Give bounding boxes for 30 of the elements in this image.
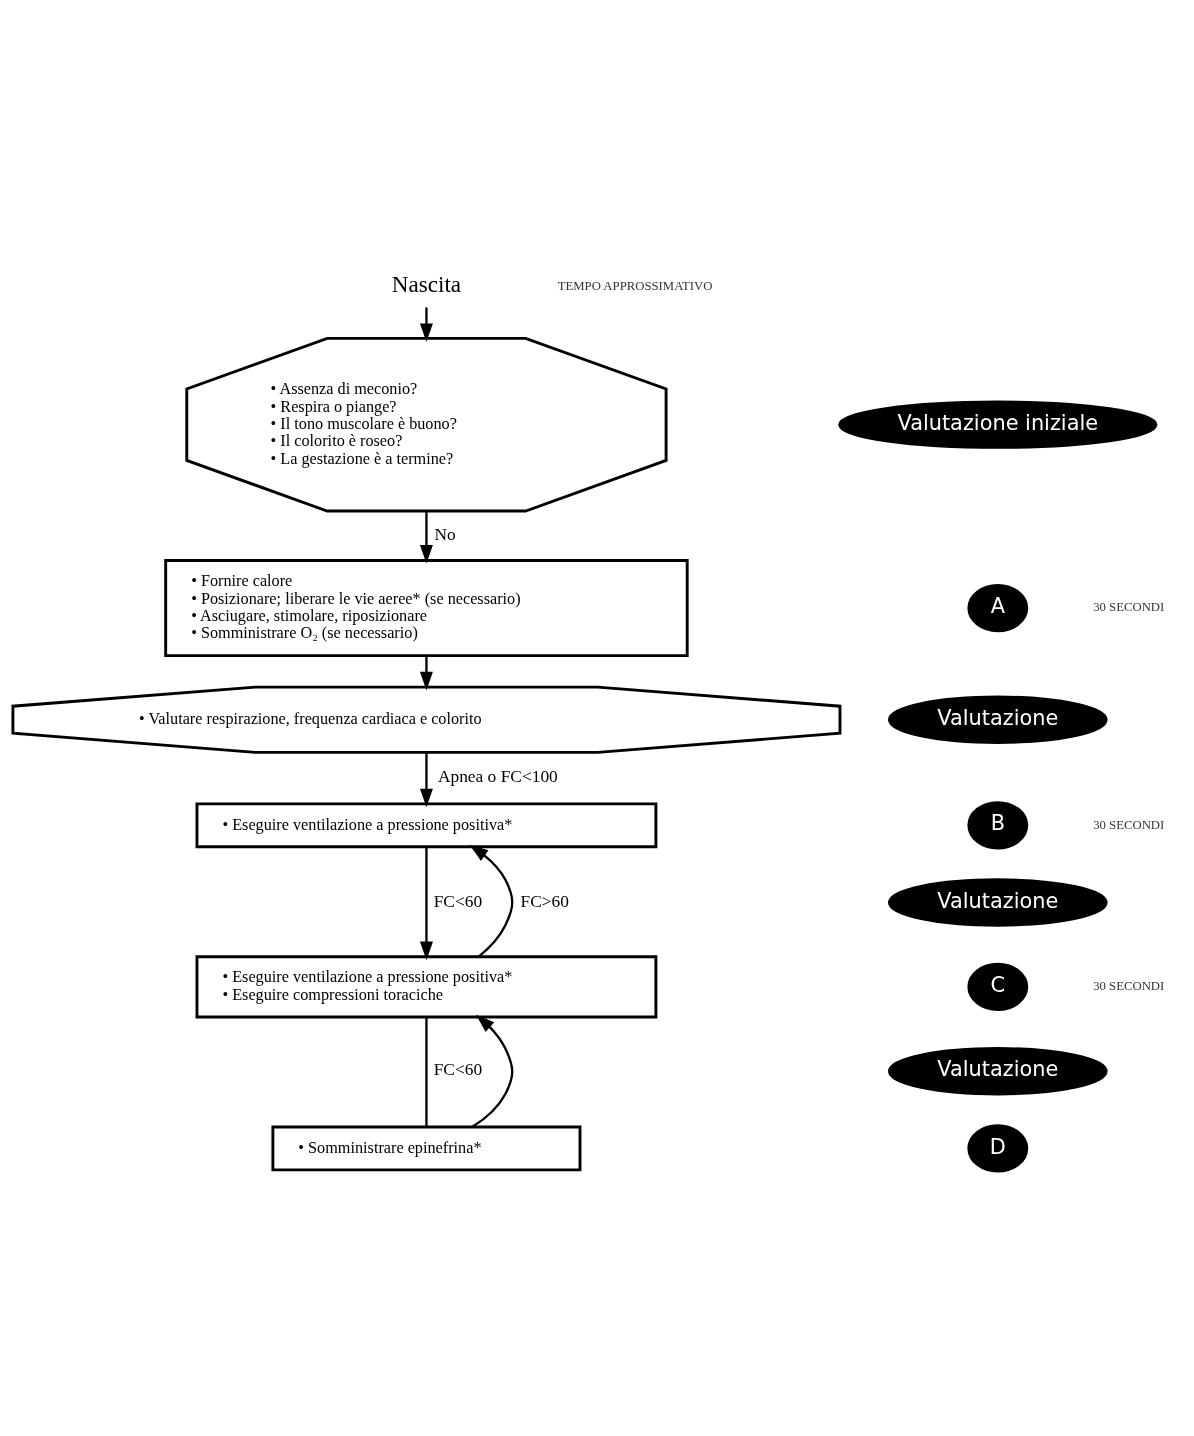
- node-ellipse: D: [967, 1123, 1029, 1173]
- arrow: [419, 846, 433, 960]
- node-box: • Eseguire ventilazione a pressione positiva*: [195, 801, 658, 848]
- arrow: [419, 510, 433, 564]
- node-ellipse: Valutazione: [888, 877, 1108, 927]
- node-ellipse: C: [967, 962, 1029, 1011]
- connector: [425, 1016, 428, 1127]
- label: 30 SECONDI: [1093, 817, 1165, 832]
- node-box: • Somministrare epinefrina*: [271, 1125, 582, 1171]
- arrow: [419, 655, 433, 690]
- arrow: [419, 751, 433, 807]
- label: 30 SECONDI: [1093, 599, 1165, 614]
- label: TEMPO APPROSSIMATIVO: [557, 278, 713, 293]
- edge-label: Apnea o FC<100: [437, 766, 558, 786]
- edge-label: FC<60: [433, 1059, 483, 1079]
- edge-label: No: [434, 524, 456, 544]
- node-text: Nascita: [391, 270, 462, 297]
- node-ellipse: Valutazione: [888, 1046, 1108, 1095]
- node-ellipse: Valutazione iniziale: [838, 400, 1158, 449]
- edge-label: FC>60: [520, 891, 570, 911]
- node-ellipse: B: [967, 800, 1029, 849]
- node-ellipse: A: [967, 583, 1029, 632]
- arrow: [419, 306, 433, 342]
- node-box: • Fornire calore • Posizionare; liberare le vie aeree* (se necessario) • Asciugare, stimolare, riposizionare • Somministrare O₂ (se necessario): [164, 558, 689, 657]
- label: 30 SECONDI: [1093, 978, 1165, 993]
- edge-label: FC<60: [433, 891, 483, 911]
- node-ellipse: Valutazione: [888, 695, 1108, 744]
- arrow: [471, 1014, 514, 1128]
- arrow: [469, 844, 514, 957]
- node-box: • Eseguire ventilazione a pressione positiva* • Eseguire compressioni toraciche: [195, 954, 658, 1018]
